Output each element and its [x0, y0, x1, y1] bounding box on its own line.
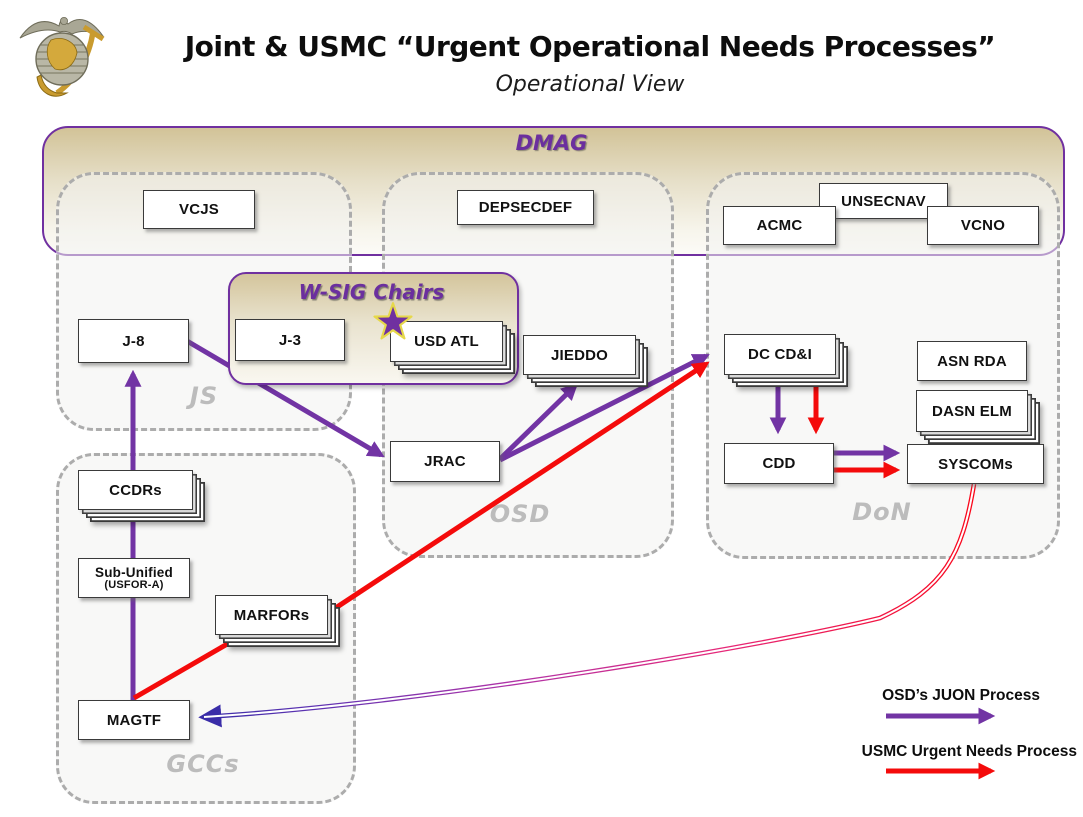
edge-j8-jrac: [185, 338, 385, 458]
page-subtitle: Operational View: [495, 72, 685, 97]
legend-usmc-label: USMC Urgent Needs Process: [861, 743, 1077, 760]
node-usd-atl: USD ATL: [390, 321, 503, 362]
node-magtf: MAGTF: [78, 700, 190, 740]
wsig-chairs-label: W-SIG Chairs: [298, 280, 445, 304]
page-title: Joint & USMC “Urgent Operational Needs P…: [184, 30, 996, 63]
node-dc-cdi: DC CD&I: [724, 334, 836, 375]
node-asn-rda: ASN RDA: [917, 341, 1027, 381]
node-cdd: CDD: [724, 443, 834, 484]
eagle-icon: [19, 19, 105, 39]
node-vcjs: VCJS: [143, 190, 255, 229]
group-don-label: DoN: [852, 498, 912, 526]
edge-marfors-dccdi: [329, 361, 710, 614]
node-unsecnav: UNSECNAV: [819, 183, 948, 219]
group-js-label: JS: [189, 382, 219, 410]
legend-juon-label: OSD’s JUON Process: [882, 687, 1040, 704]
edge-syscoms-magtf-feedback-inner: [203, 483, 975, 718]
star-icon: [373, 302, 413, 340]
group-gccs-label: GCCs: [166, 750, 240, 778]
usmc-emblem-logo: [19, 16, 105, 97]
node-marfors: MARFORs: [215, 595, 328, 635]
node-syscoms: SYSCOMs: [907, 444, 1044, 484]
edge-jrac-dccdi: [498, 353, 710, 463]
node-sub-unified: Sub-Unified (USFOR-A): [78, 558, 190, 598]
node-jieddo: JIEDDO: [523, 335, 636, 375]
node-dasn-elm: DASN ELM: [916, 390, 1028, 432]
node-vcno: VCNO: [927, 206, 1039, 245]
edge-jrac-jieddo: [498, 383, 579, 461]
node-j8: J-8: [78, 319, 189, 363]
node-depsecdef: DEPSECDEF: [457, 190, 594, 225]
node-ccdrs: CCDRs: [78, 470, 193, 510]
dmag-label: DMAG: [515, 131, 588, 155]
node-acmc: ACMC: [723, 206, 836, 245]
node-jrac: JRAC: [390, 441, 500, 482]
node-j3: J-3: [235, 319, 345, 361]
group-osd-label: OSD: [489, 500, 551, 528]
edge-magtf-marfors: [132, 629, 252, 701]
